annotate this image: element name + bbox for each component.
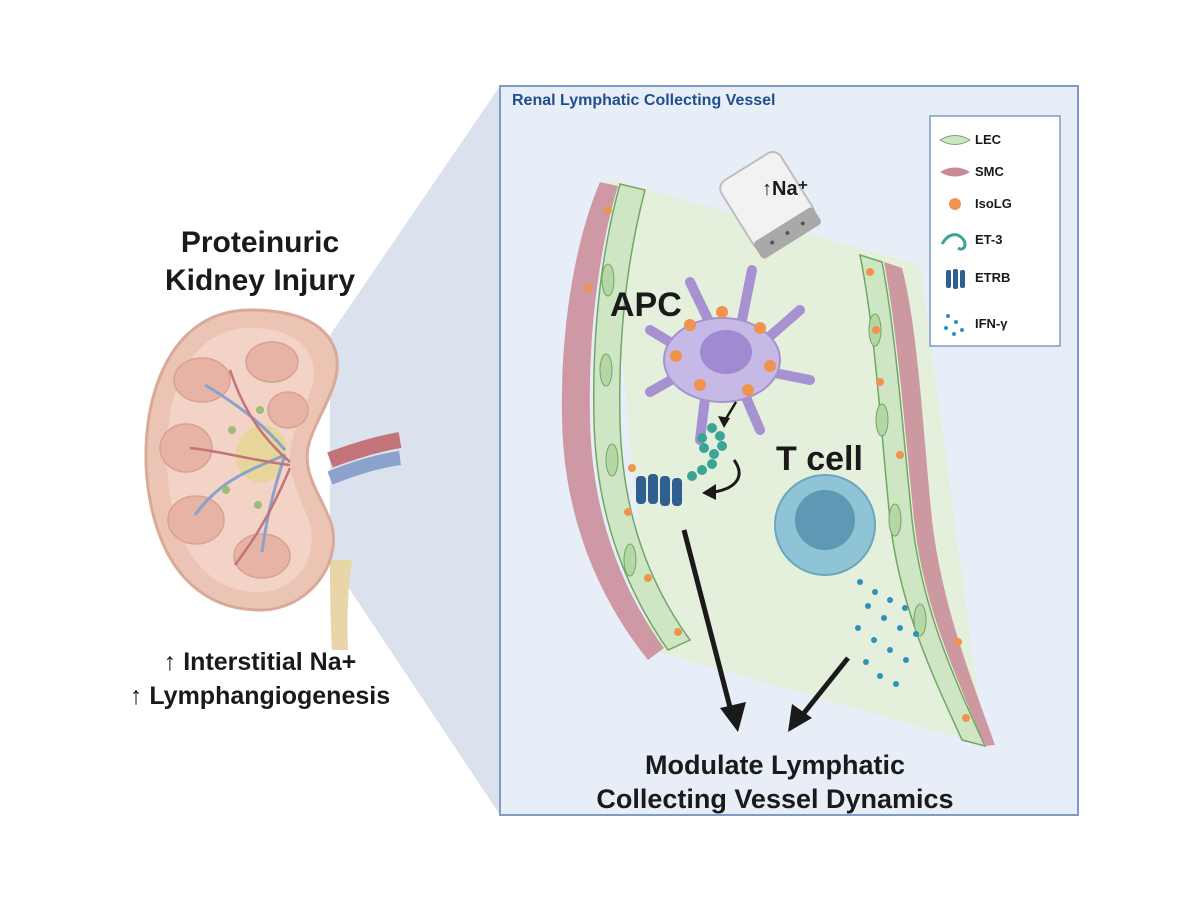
salt-shaker-icon bbox=[719, 151, 821, 259]
left-notes: ↑ Interstitial Na+ ↑ Lymphangiogenesis bbox=[85, 645, 435, 713]
lec-icon bbox=[939, 135, 971, 145]
lymphatic-vessel bbox=[561, 178, 995, 748]
et3-peptide bbox=[687, 423, 727, 481]
t-cell bbox=[774, 474, 876, 576]
kidney-illustration bbox=[144, 308, 402, 650]
etrb-receptor bbox=[636, 474, 682, 506]
smc-icon bbox=[940, 167, 970, 177]
ifng-dots bbox=[855, 579, 919, 687]
outcome-text: Modulate Lymphatic Collecting Vessel Dyn… bbox=[560, 748, 990, 816]
etrb-icon bbox=[946, 269, 965, 289]
salt-label: ↑Na⁺ bbox=[762, 178, 809, 200]
left-title-line-2: Kidney Injury bbox=[164, 264, 356, 297]
left-title: Proteinuric Kidney Injury bbox=[110, 224, 410, 300]
et3-icon bbox=[940, 233, 967, 251]
tcell-to-outcome-arrow bbox=[798, 656, 850, 720]
apc-label: APC bbox=[610, 286, 682, 324]
legend-smc-label: SMC bbox=[975, 164, 1004, 179]
outcome-line-1: Modulate Lymphatic bbox=[644, 750, 906, 780]
panel-title: Renal Lymphatic Collecting Vessel bbox=[512, 92, 776, 109]
outcome-line-2: Collecting Vessel Dynamics bbox=[596, 784, 954, 814]
legend-isolg-label: IsoLG bbox=[975, 196, 1012, 211]
legend-et3-label: ET-3 bbox=[975, 232, 1003, 247]
tcell-label: T cell bbox=[776, 440, 863, 478]
note-interstitial-na: ↑ Interstitial Na+ bbox=[163, 648, 357, 676]
legend-ifng-label: IFN-γ bbox=[975, 316, 1008, 331]
smc-right-wall bbox=[884, 262, 995, 746]
smc-left-wall bbox=[561, 182, 664, 660]
apc-cell bbox=[645, 265, 815, 445]
lec-left-wall bbox=[593, 183, 692, 651]
note-lymphangiogenesis: ↑ Lymphangiogenesis bbox=[129, 682, 391, 710]
legend-lec-label: LEC bbox=[975, 132, 1001, 147]
legend-box bbox=[929, 115, 1061, 347]
binding-arrow bbox=[713, 459, 741, 494]
receptor-to-outcome-arrow bbox=[681, 529, 735, 716]
left-title-line-1: Proteinuric bbox=[180, 226, 340, 259]
isolg-icon bbox=[949, 198, 961, 210]
legend-etrb-label: ETRB bbox=[975, 270, 1011, 285]
zoom-cone bbox=[330, 86, 500, 815]
ifng-icon bbox=[944, 314, 964, 336]
